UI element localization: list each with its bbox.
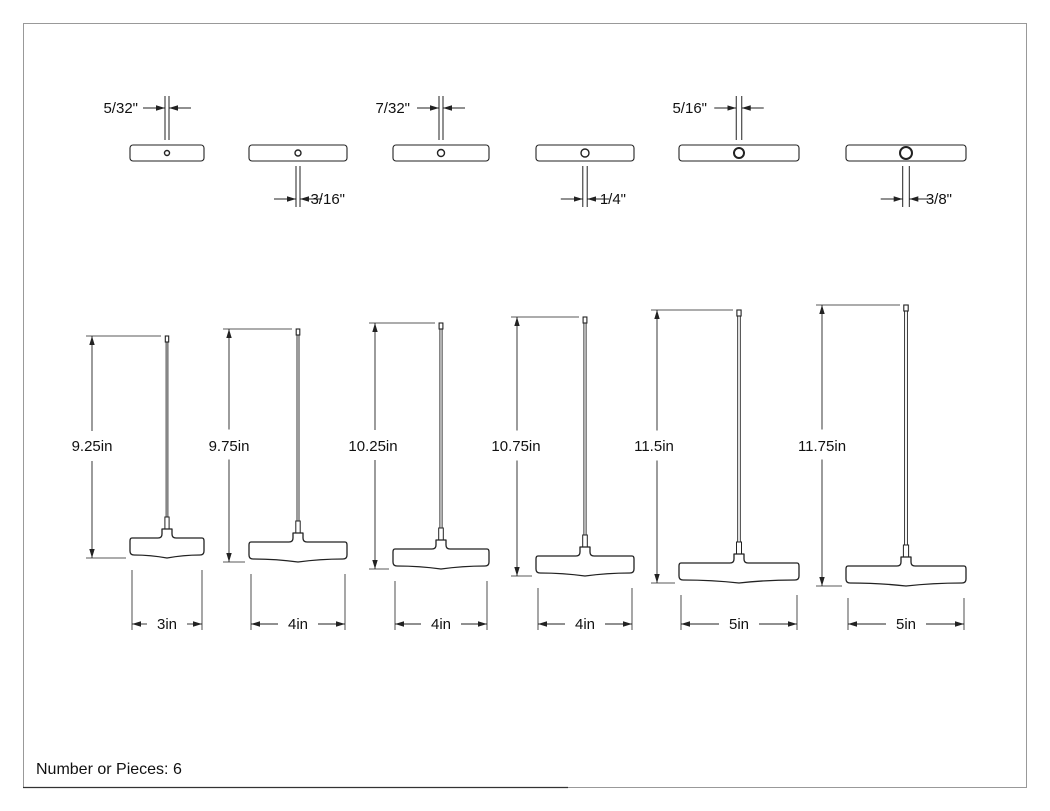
tip-size-label: 5/16" [672,100,707,117]
length-dimension: 9.75in [209,328,292,563]
hex-tip-hole [436,148,446,158]
length-label: 9.75in [209,438,250,455]
handle-profile [678,553,800,584]
handle-width-dimension: 4in [537,588,633,633]
handle-end-outline [248,144,348,162]
tip-size-dimension: 7/32" [375,96,465,140]
handle-profile [845,556,967,587]
handle-width-dimension: 5in [680,595,798,633]
tool-end-view: 3/8" [845,144,967,208]
tool-4: 1/4" 10.75in 4in [491,144,635,633]
tool-1: 5/32" 9.25in 3in [72,96,205,633]
tip-size-dimension: 3/8" [880,166,952,208]
handle-width-label: 4in [431,616,451,633]
shaft-collar [295,520,301,534]
handle-end-outline [845,144,967,162]
tool-side-view: 9.25in 3in [72,335,205,633]
handle-width-label: 5in [896,616,916,633]
ball-end-tip [736,309,742,317]
length-label: 10.75in [491,438,540,455]
tool-end-view: 5/32" [103,96,205,162]
tool-end-view: 3/16" [248,144,348,208]
length-dimension: 11.75in [798,304,900,587]
tip-size-label: 5/32" [103,100,138,117]
length-dimension: 9.25in [72,335,161,559]
length-dimension: 10.75in [491,316,579,577]
tool-end-view: 5/16" [672,96,800,162]
ball-end-tip [582,316,588,324]
handle-end-outline [129,144,205,162]
hex-tip-hole [163,149,171,157]
hex-tip-hole [733,147,745,159]
hex-shaft [737,315,741,543]
hex-tip-hole [294,149,302,157]
tool-3: 7/32" 10.25in 4in [348,96,490,633]
handle-width-dimension: 4in [250,574,346,633]
tip-size-label: 3/8" [926,191,952,208]
tip-size-dimension: 5/16" [672,96,764,140]
pieces-count-label: Number or Pieces: 6 [36,761,182,778]
tip-size-label: 1/4" [600,191,626,208]
handle-end-outline [392,144,490,162]
handle-width-label: 4in [575,616,595,633]
length-label: 11.75in [798,438,846,455]
tool-6: 3/8" 11.75in 5in [798,144,967,633]
hex-shaft [439,328,443,529]
handle-width-dimension: 4in [394,581,488,633]
tip-size-label: 7/32" [375,100,410,117]
tip-size-dimension: 3/16" [274,166,345,208]
handle-width-dimension: 3in [131,570,203,633]
handle-profile [392,539,490,570]
length-label: 9.25in [72,438,113,455]
hex-shaft [583,322,587,536]
shaft-collar [438,527,444,541]
shaft-collar [902,544,910,558]
tool-side-view: 10.25in 4in [348,322,490,633]
length-label: 11.5in [634,438,674,455]
handle-width-label: 4in [288,616,308,633]
hex-shaft [165,341,169,518]
tip-size-dimension: 1/4" [560,166,626,208]
tool-side-view: 11.5in 5in [634,309,800,633]
ball-end-tip [438,322,444,330]
handle-profile [535,546,635,577]
tip-size-label: 3/16" [310,191,345,208]
tools-layer: 5/32" 9.25in 3in 3/16" 9.75in 4in 7/32" 10.25in… [72,96,967,633]
hex-tip-hole [899,146,913,160]
handle-width-label: 5in [729,616,749,633]
handle-width-label: 3in [157,616,177,633]
shaft-collar [736,541,742,555]
length-label: 10.25in [348,438,397,455]
ball-end-tip [295,328,301,336]
shaft-collar [582,534,588,548]
tip-size-dimension: 5/32" [103,96,191,140]
handle-profile [129,528,205,559]
handle-end-outline [535,144,635,162]
ball-end-tip [164,335,170,343]
tool-side-view: 11.75in 5in [798,304,967,633]
tool-end-view: 1/4" [535,144,635,208]
handle-width-dimension: 5in [847,598,965,633]
tool-2: 3/16" 9.75in 4in [209,144,348,633]
hex-tip-hole [580,148,590,158]
hex-shaft [296,334,300,522]
tool-side-view: 9.75in 4in [209,328,348,633]
hex-shaft [904,310,908,546]
shaft-collar [164,516,170,530]
handle-profile [248,532,348,563]
handle-end-outline [678,144,800,162]
length-dimension: 11.5in [634,309,733,584]
tool-end-view: 7/32" [375,96,490,162]
tool-side-view: 10.75in 4in [491,316,635,633]
length-dimension: 10.25in [348,322,435,570]
tool-5: 5/16" 11.5in 5in [634,96,800,633]
ball-end-tip [903,304,909,312]
drawing-border [23,23,1027,788]
